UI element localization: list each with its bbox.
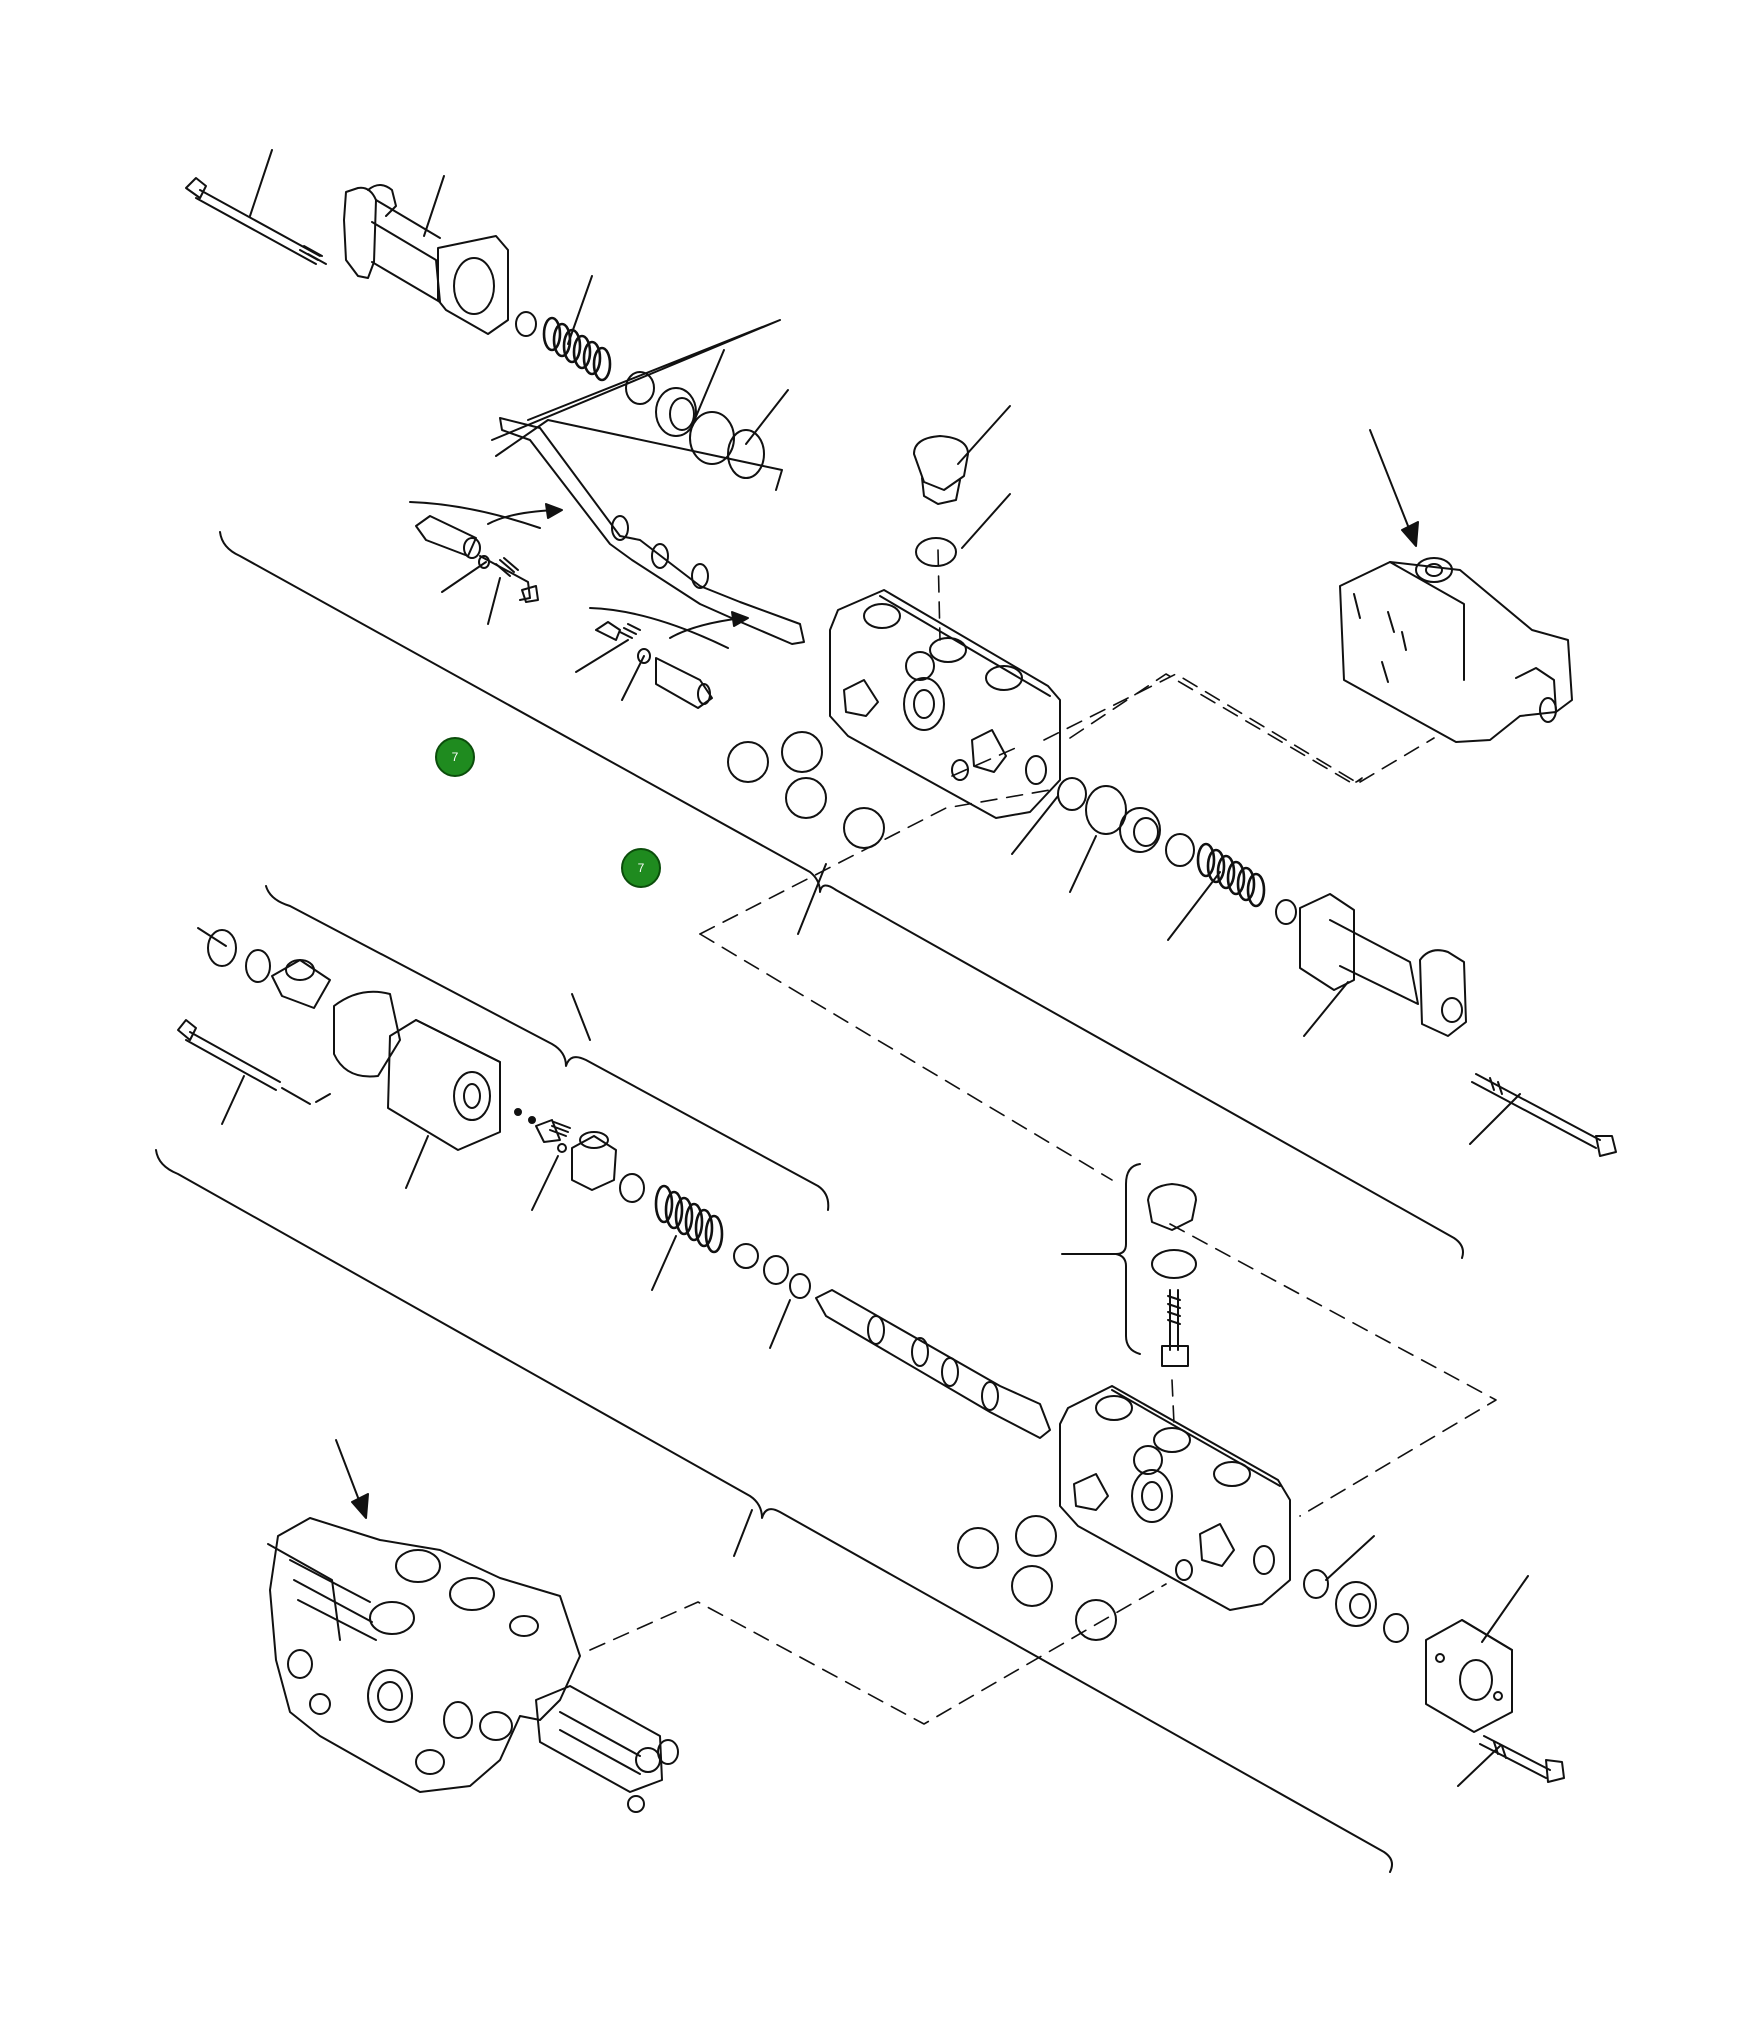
hotspot-7-a[interactable]: 7	[435, 737, 475, 777]
lower-group-bracket	[155, 1149, 1393, 1873]
hotspot-7-a-circle[interactable]	[435, 737, 475, 777]
o-ring-lower-right-2	[1383, 1613, 1409, 1643]
o-ring-body-1	[727, 741, 769, 783]
spring-cover-top	[343, 184, 509, 335]
long-bolt-lower	[177, 1019, 331, 1105]
spool-bracket-upper	[495, 419, 783, 491]
plug-lower	[1147, 1183, 1197, 1231]
plug-bracket	[1115, 1163, 1141, 1355]
washer-lower-2	[763, 1255, 789, 1285]
end-cover-top-right	[1339, 557, 1573, 743]
o-ring-lower-body-4	[1075, 1599, 1117, 1641]
o-ring-lower-3	[789, 1273, 811, 1299]
cap-lower-right	[1425, 1619, 1513, 1733]
o-ring-lower-body-2	[1015, 1515, 1057, 1557]
o-ring-right-1	[1057, 777, 1087, 811]
o-ring-top-2	[727, 429, 765, 479]
washer-lower-1	[733, 1243, 759, 1269]
check-valve-left	[415, 515, 539, 603]
seal-retainer-top	[655, 387, 697, 437]
hotspot-7-b-circle[interactable]	[621, 848, 661, 888]
spring-seat-right	[1165, 833, 1195, 867]
seat-lower	[619, 1173, 645, 1203]
hotspot-7-b-label: 7	[638, 861, 645, 875]
o-ring-body-2	[781, 731, 823, 773]
spool-upper	[491, 319, 805, 645]
o-ring-lower-body-1	[957, 1527, 999, 1569]
bushing-lower	[571, 1131, 617, 1191]
long-bolt-right	[1471, 1073, 1617, 1157]
screw-plug-lower	[1161, 1289, 1189, 1367]
o-ring-top-1	[689, 411, 735, 465]
washer-top	[515, 311, 537, 337]
spring-cover-right	[1299, 893, 1467, 1037]
o-ring-body-4	[843, 807, 885, 849]
hotspot-7-b[interactable]: 7	[621, 848, 661, 888]
bolt-lower-right	[1479, 1735, 1565, 1783]
dashed-alignment-lines	[589, 549, 1497, 1725]
o-ring-right-2	[1085, 785, 1127, 835]
o-ring-lower-body-3	[1011, 1565, 1053, 1607]
detent-parts-lower	[514, 1108, 571, 1153]
valve-body-upper	[829, 589, 1061, 819]
hotspot-7-a-label: 7	[452, 750, 459, 764]
spool-lower	[815, 1289, 1051, 1439]
seal-retainer-right	[1119, 807, 1161, 853]
check-valve-middle	[595, 621, 713, 709]
leader-lines	[197, 149, 1529, 1787]
assembled-valve	[267, 1517, 679, 1813]
washer-plug-lower	[1151, 1249, 1197, 1279]
o-ring-lower-left-1	[207, 929, 237, 967]
spring-right	[1196, 842, 1266, 908]
valve-body-lower	[1059, 1385, 1291, 1611]
spring-top	[542, 316, 612, 382]
upper-group-bracket	[219, 531, 1464, 1259]
seat-lower-right	[1335, 1581, 1377, 1627]
o-ring-lower-left-2	[245, 949, 271, 983]
washer-plug-upper	[915, 537, 957, 567]
washer-right	[1275, 899, 1297, 925]
spring-lower	[654, 1184, 724, 1254]
long-bolt-top	[185, 177, 327, 265]
housing-lower	[333, 990, 501, 1151]
o-ring-lower-right-1	[1303, 1569, 1329, 1599]
plug-upper	[913, 435, 969, 505]
lower-left-bracket	[265, 885, 830, 1211]
sleeve-lower	[271, 959, 331, 1009]
spring-seat-top	[625, 371, 655, 405]
o-ring-body-3	[785, 777, 827, 819]
